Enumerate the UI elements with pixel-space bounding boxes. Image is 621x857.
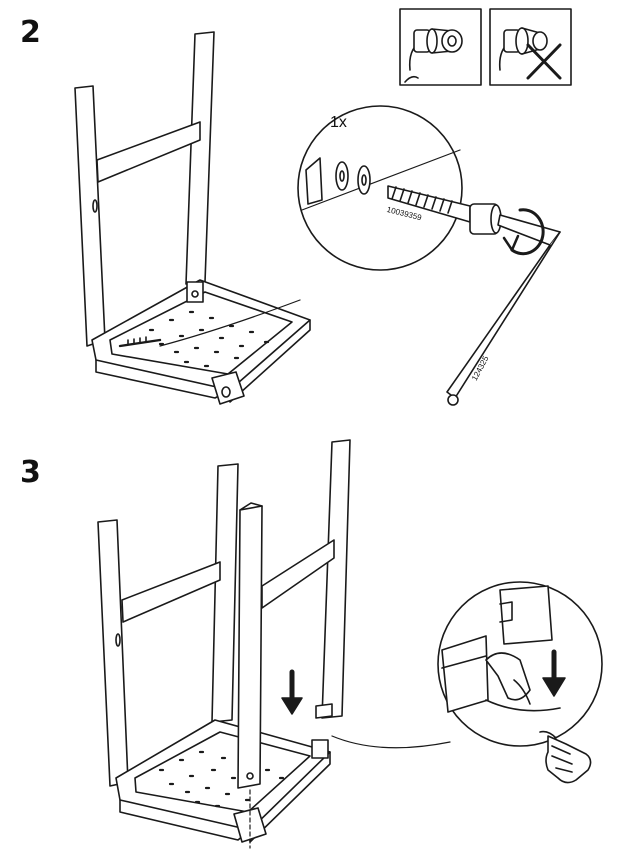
step-3-number: 3	[20, 455, 41, 490]
step-2-number: 2	[20, 15, 41, 50]
leg-end	[315, 703, 333, 719]
magnifier-step3	[437, 581, 603, 747]
pointing-hand-icon	[539, 730, 592, 784]
quantity-label: 1x	[330, 114, 347, 131]
callout-line-step3	[331, 735, 451, 749]
rotate-arrow-icon	[502, 208, 545, 256]
callout-line-step2	[159, 299, 301, 347]
stool-frame-step3	[97, 439, 351, 843]
washer-nut-correct-icon	[399, 8, 482, 86]
allen-key	[446, 214, 561, 406]
stool-frame-step2	[74, 31, 311, 405]
down-arrow-icon	[281, 669, 303, 715]
washer-nut-incorrect-icon	[489, 8, 572, 86]
magnifier-step2	[297, 105, 502, 271]
front-leg	[237, 502, 263, 849]
